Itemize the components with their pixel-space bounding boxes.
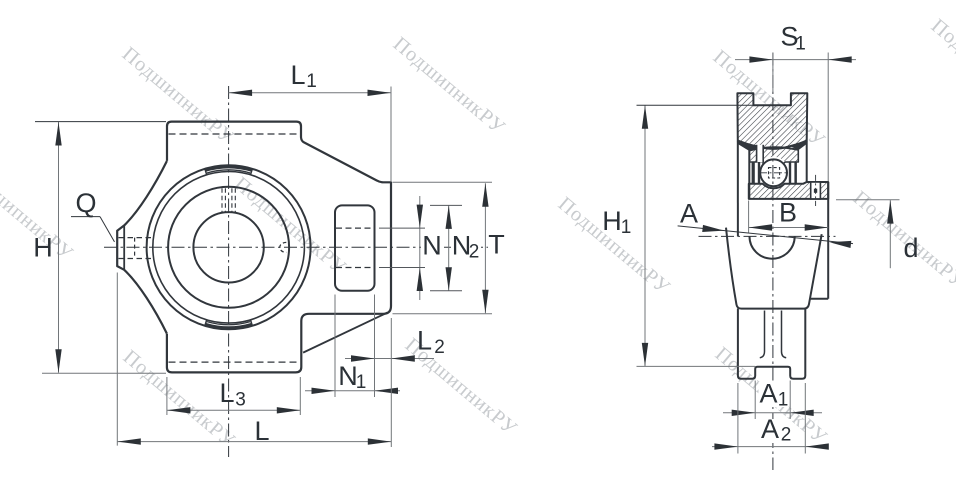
svg-text:2: 2 xyxy=(781,425,792,446)
svg-text:d: d xyxy=(904,233,919,263)
svg-text:2: 2 xyxy=(434,337,445,358)
svg-text:A: A xyxy=(761,414,779,444)
svg-text:L: L xyxy=(219,378,234,408)
svg-text:1: 1 xyxy=(306,71,317,92)
svg-text:H: H xyxy=(33,233,53,263)
svg-text:N: N xyxy=(452,231,472,261)
svg-text:Q: Q xyxy=(75,188,96,218)
svg-text:L: L xyxy=(254,416,269,446)
svg-text:N: N xyxy=(422,231,442,261)
svg-text:A: A xyxy=(680,199,698,229)
svg-text:H: H xyxy=(602,206,622,236)
svg-text:T: T xyxy=(488,230,505,260)
svg-text:B: B xyxy=(779,198,797,228)
svg-text:1: 1 xyxy=(356,372,367,393)
svg-text:A: A xyxy=(759,379,777,409)
svg-text:3: 3 xyxy=(235,390,246,411)
svg-text:L: L xyxy=(290,60,305,90)
svg-text:L: L xyxy=(417,326,432,356)
svg-text:2: 2 xyxy=(469,242,480,263)
svg-text:1: 1 xyxy=(621,217,632,238)
svg-text:N: N xyxy=(338,361,358,391)
svg-text:1: 1 xyxy=(795,34,806,55)
svg-text:S: S xyxy=(780,22,798,52)
svg-text:1: 1 xyxy=(778,390,789,411)
